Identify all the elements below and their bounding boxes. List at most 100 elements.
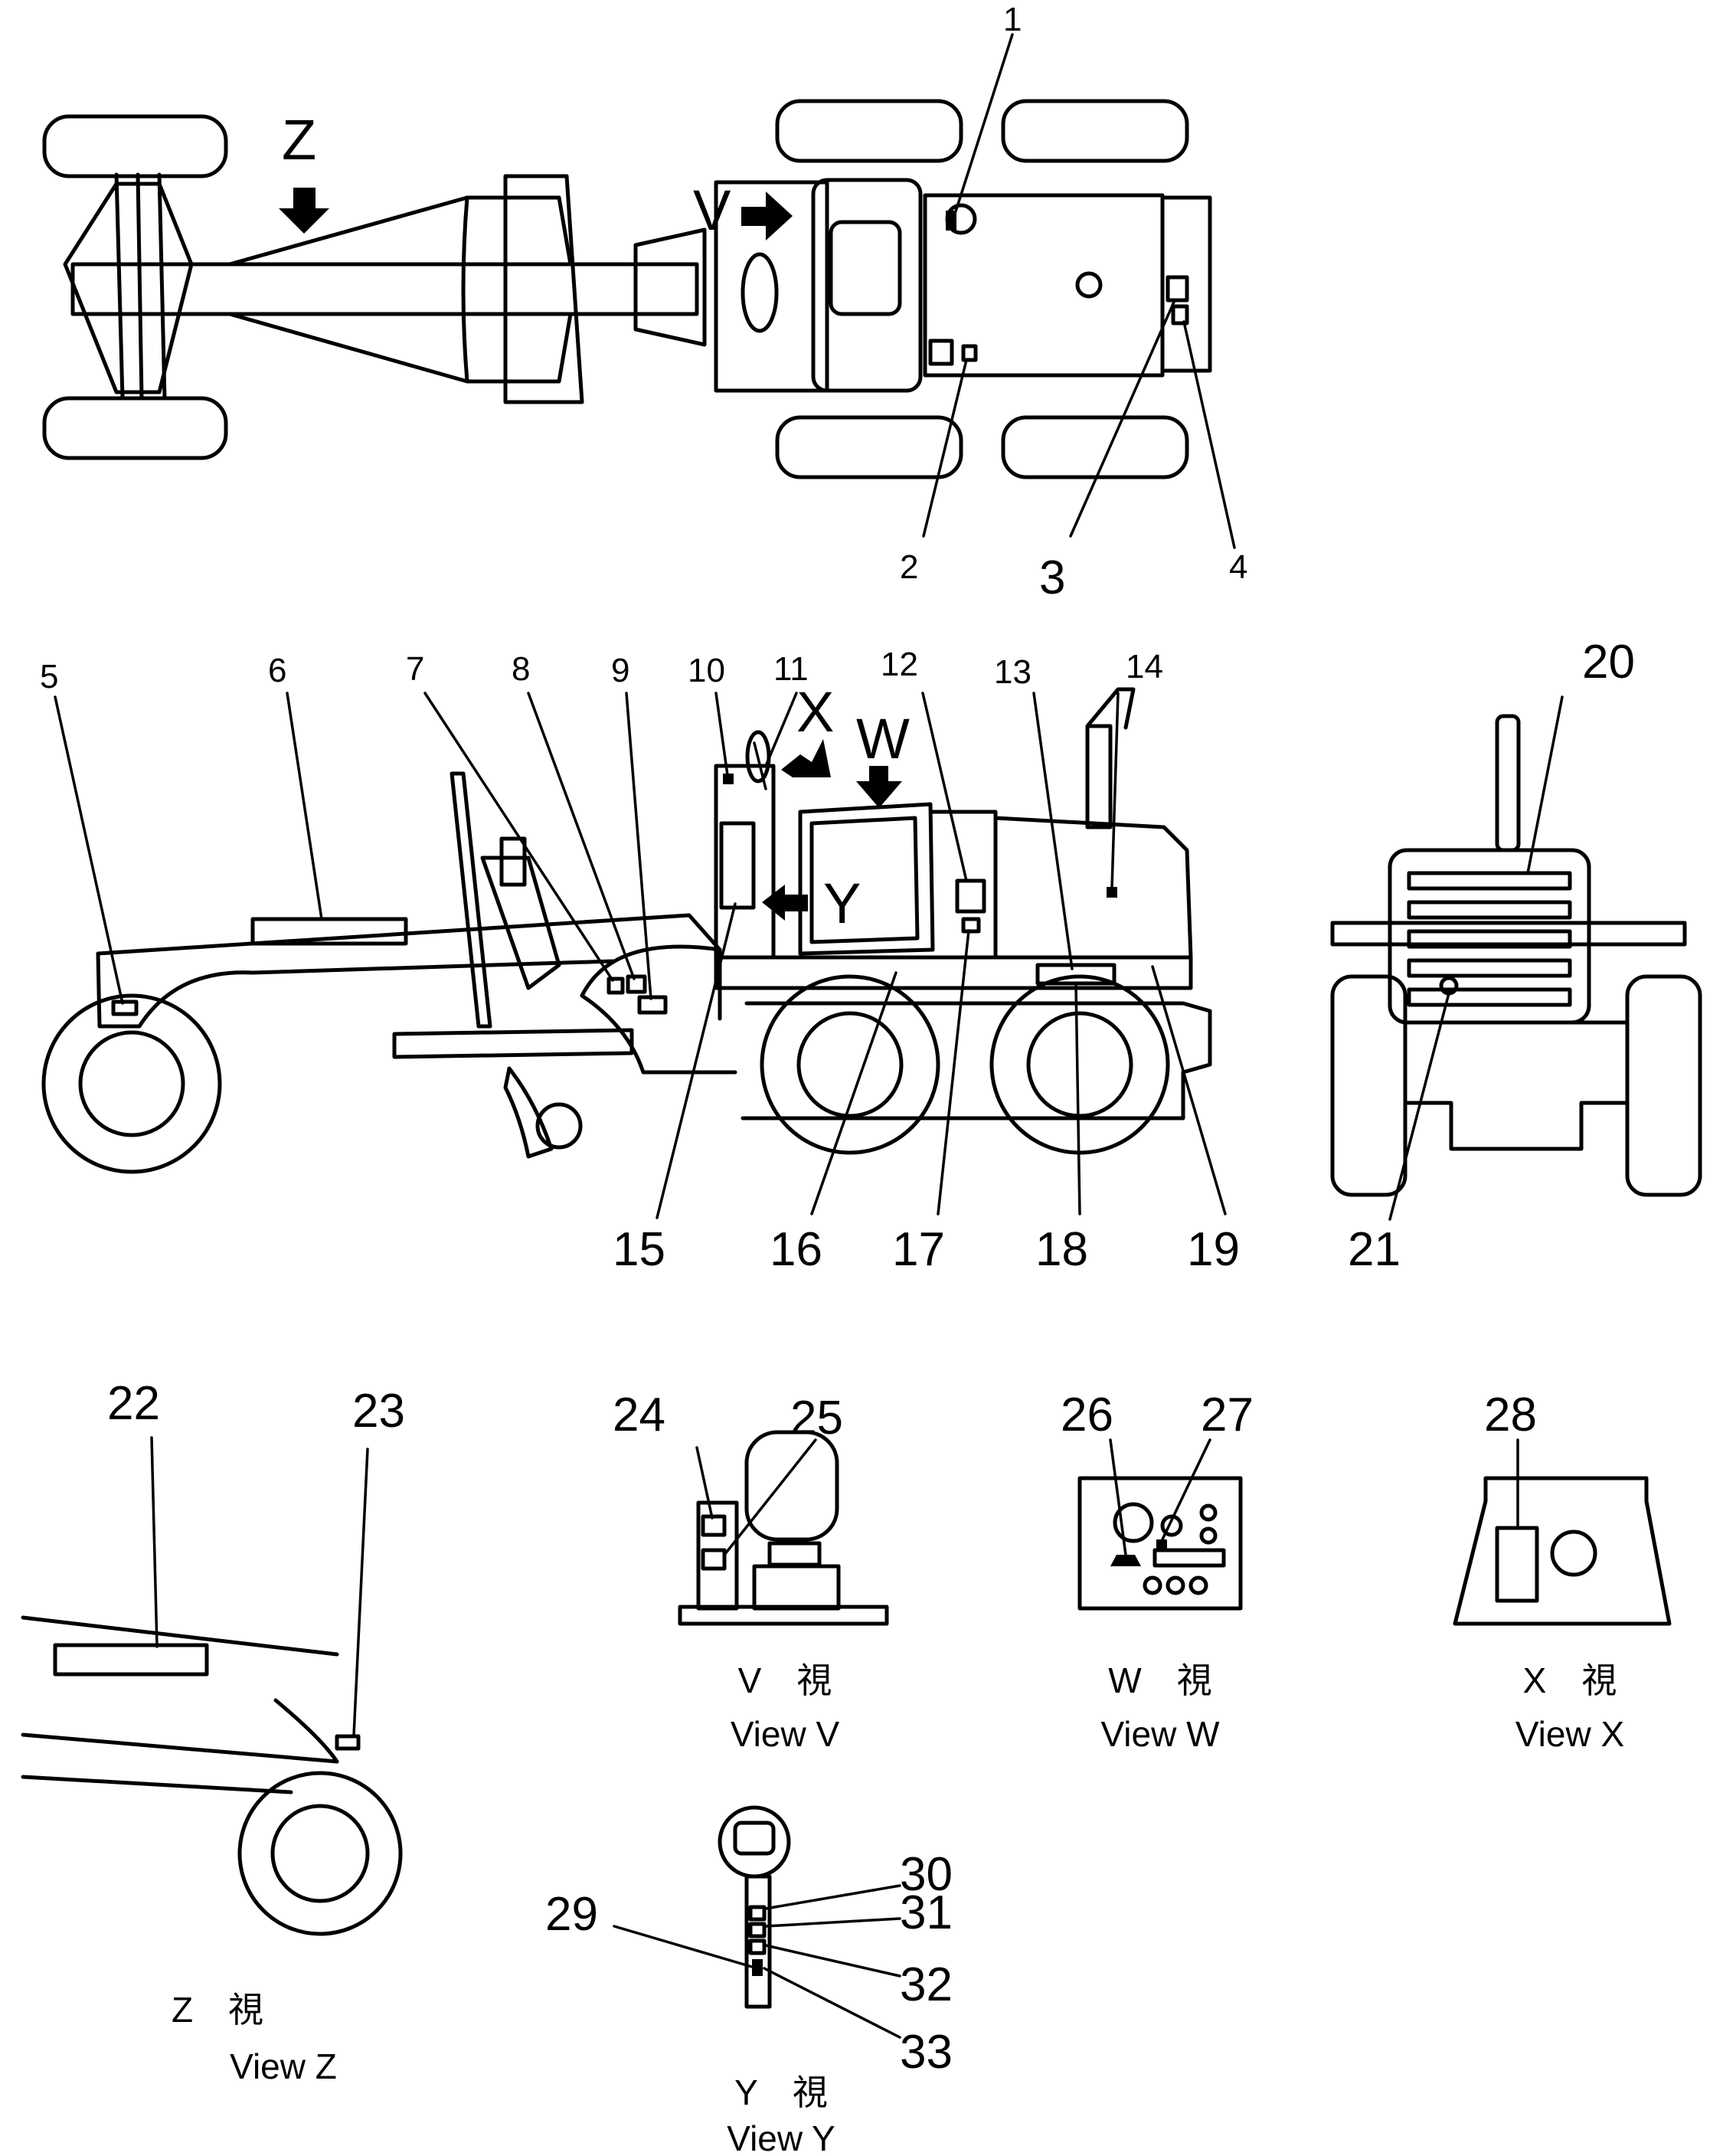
operator-seat xyxy=(829,220,902,316)
rear-exhaust xyxy=(1495,714,1521,852)
side-main-frame xyxy=(96,913,722,1029)
view-v: 24 25 V 視 View V xyxy=(613,1389,889,1754)
cab-roof xyxy=(811,178,923,393)
grille-slat-1 xyxy=(1407,871,1572,891)
callout-21: 21 xyxy=(1348,1223,1401,1276)
leader-5 xyxy=(54,695,124,1005)
w-indicator-2 xyxy=(1199,1503,1218,1522)
caption-w-en: View W xyxy=(1100,1714,1220,1754)
callout-1: 1 xyxy=(1003,1,1022,38)
tandem-frame xyxy=(741,1001,1212,1121)
cab-window xyxy=(798,802,935,956)
rear-bumper xyxy=(1160,195,1212,373)
leader-23 xyxy=(352,1448,369,1737)
steering-lever xyxy=(753,741,767,790)
decal-30 xyxy=(748,1905,767,1922)
w-knob-2 xyxy=(1166,1575,1185,1595)
rear-wheel-3 xyxy=(775,415,963,479)
decal-6 xyxy=(250,917,408,946)
caption-v-en: View V xyxy=(731,1714,840,1754)
caption-y-en: View Y xyxy=(727,2118,835,2156)
leader-18 xyxy=(1074,983,1081,1215)
rear-wheel-1 xyxy=(775,99,963,163)
leader-12 xyxy=(921,692,968,882)
z-wheel xyxy=(237,1771,403,1936)
v-seat-base xyxy=(752,1564,841,1611)
w-knob-1 xyxy=(1143,1575,1162,1595)
callout-9: 9 xyxy=(611,652,629,689)
decal-28 xyxy=(1495,1526,1539,1603)
main-frame xyxy=(70,262,699,316)
leader-31 xyxy=(764,1917,901,1928)
callout-20: 20 xyxy=(1582,636,1635,689)
decal-26 xyxy=(1110,1555,1141,1566)
decal-15 xyxy=(719,821,756,910)
w-indicator-1 xyxy=(1160,1514,1183,1537)
decal-5 xyxy=(111,999,139,1016)
decal-17 xyxy=(961,917,981,934)
side-view: X W Y 5 6 7 8 9 10 11 12 13 14 15 16 17 … xyxy=(40,646,1240,1276)
decal-24 xyxy=(701,1514,727,1537)
callout-10: 10 xyxy=(688,652,725,689)
callout-25: 25 xyxy=(790,1392,843,1444)
view-y-letter: Y xyxy=(823,872,861,935)
view-v-letter: V xyxy=(693,178,731,242)
w-knob-3 xyxy=(1188,1575,1208,1595)
caption-w-jp: W 視 xyxy=(1108,1660,1211,1700)
view-w-arrow xyxy=(856,766,902,808)
grille-slat-4 xyxy=(1407,958,1572,978)
leader-32 xyxy=(764,1944,901,1978)
rear-left-tire xyxy=(1330,974,1407,1197)
callout-31: 31 xyxy=(900,1886,953,1939)
view-z-letter: Z xyxy=(282,108,316,172)
leader-6 xyxy=(286,692,323,921)
w-indicator-3 xyxy=(1199,1526,1218,1545)
leader-27 xyxy=(1160,1438,1211,1543)
decal-4 xyxy=(1171,304,1189,326)
x-gauge xyxy=(1550,1529,1597,1577)
callout-5: 5 xyxy=(40,658,58,695)
rear-wheel-2 xyxy=(1001,99,1189,163)
exhaust-top xyxy=(1075,271,1103,299)
callout-22: 22 xyxy=(107,1377,160,1430)
leader-1 xyxy=(954,33,1014,213)
callout-13: 13 xyxy=(994,653,1032,691)
leader-3 xyxy=(1069,299,1176,538)
leader-30 xyxy=(764,1884,901,1910)
v-seat-back xyxy=(744,1430,839,1542)
callout-28: 28 xyxy=(1484,1389,1537,1441)
side-deck xyxy=(714,955,1193,990)
side-rear-wheel-1-hub xyxy=(796,1011,904,1118)
grille-slat-5 xyxy=(1407,987,1572,1007)
callout-16: 16 xyxy=(770,1223,822,1276)
articulation-joint xyxy=(633,227,707,347)
front-wheel-bottom xyxy=(42,396,228,460)
view-y: 29 30 31 32 33 Y 視 View Y xyxy=(545,1805,953,2156)
leader-2 xyxy=(922,358,968,538)
front-axle xyxy=(114,172,167,401)
callout-7: 7 xyxy=(406,650,424,688)
leader-17 xyxy=(937,929,970,1215)
rear-axle-housing xyxy=(1403,1020,1630,1151)
decal-1 xyxy=(946,211,956,231)
grille-slat-2 xyxy=(1407,900,1572,920)
decal-2b xyxy=(961,344,978,362)
callout-12: 12 xyxy=(881,646,918,683)
view-x-arrow xyxy=(781,739,831,777)
decal-32 xyxy=(748,1938,767,1955)
decal-9 xyxy=(637,995,668,1015)
callout-19: 19 xyxy=(1187,1223,1240,1276)
drawbar xyxy=(227,195,573,384)
leader-8 xyxy=(527,692,636,980)
decal-22 xyxy=(53,1643,209,1677)
decal-27 xyxy=(1156,1539,1167,1550)
v-console xyxy=(696,1500,739,1611)
leader-24 xyxy=(695,1446,714,1520)
leader-15 xyxy=(656,902,737,1219)
decal-31 xyxy=(748,1922,767,1938)
callout-32: 32 xyxy=(900,1958,953,2011)
caption-z-jp: Z 視 xyxy=(172,1990,263,2030)
steering-column-ring xyxy=(741,252,779,333)
callout-23: 23 xyxy=(352,1385,405,1438)
